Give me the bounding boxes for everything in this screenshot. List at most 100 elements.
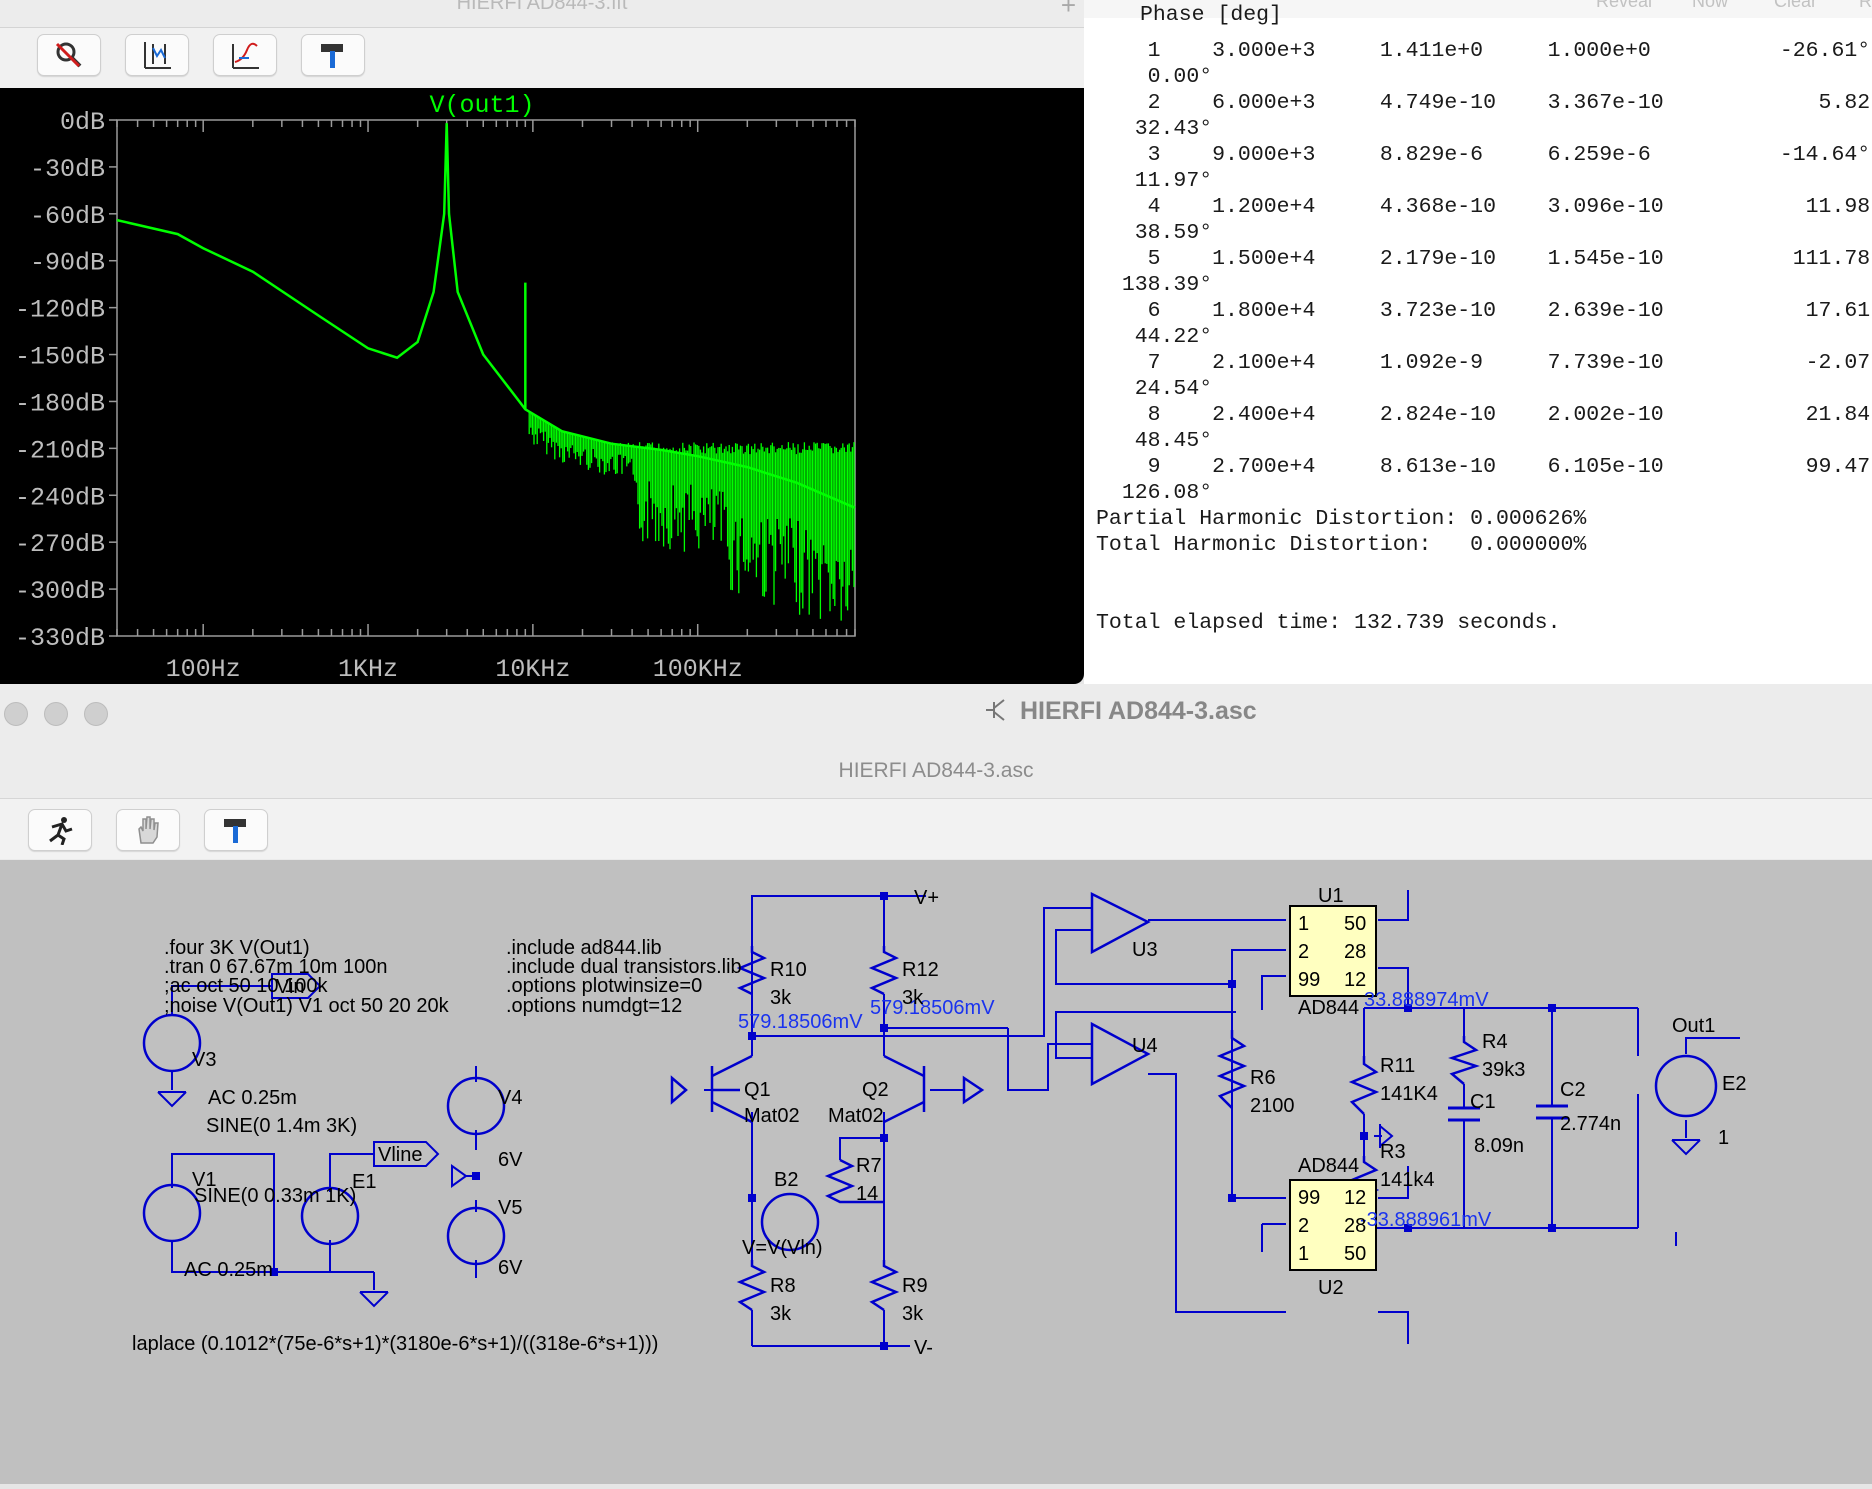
label-r9[interactable]: R9 [902,1275,928,1297]
u1-pin-12: 12 [1344,969,1366,991]
run-button[interactable] [28,809,92,851]
label-e2-gain[interactable]: 1 [1718,1127,1729,1149]
label-v1[interactable]: V1 [192,1169,216,1191]
directive-include-dual[interactable]: .include dual transistors.lib [506,956,742,978]
directive-noise[interactable]: ;noise V(Out1) V1 oct 50 20 20k [164,995,450,1017]
label-r6-value[interactable]: 2100 [1250,1095,1295,1117]
label-c2-value[interactable]: 2.774n [1560,1113,1621,1135]
label-r4[interactable]: R4 [1482,1031,1508,1053]
add-trace-button[interactable] [213,34,277,76]
label-r12-value[interactable]: 3k [902,987,924,1009]
label-r12[interactable]: R12 [902,959,939,981]
harmonic-normalized: 7.739e-10 [1547,351,1664,375]
harmonic-norm_phase: 11.97° [1134,169,1213,193]
label-r8[interactable]: R8 [770,1275,796,1297]
directive-tran[interactable]: .tran 0 67.67m 10m 100n [164,956,387,978]
label-c1[interactable]: C1 [1470,1091,1496,1113]
label-r4-value[interactable]: 39k3 [1482,1059,1525,1081]
label-q1[interactable]: Q1 [744,1079,771,1101]
label-v1-sine[interactable]: SINE(0 0.33m 1K) [194,1185,356,1207]
laplace-expression[interactable]: laplace (0.1012*(75e-6*s+1)*(3180e-6*s+1… [132,1333,658,1355]
label-u2[interactable]: U2 [1318,1277,1344,1299]
schematic-hammer-button[interactable] [204,809,268,851]
ad844-u2-block[interactable] [1289,1179,1377,1271]
autorange-button[interactable] [125,34,189,76]
harmonic-normalized: 1.545e-10 [1547,247,1664,271]
total-hd-line: Total Harmonic Distortion: 0.000000% [1096,533,1587,557]
now-button[interactable]: Now [1692,0,1729,11]
label-ad844-u2[interactable]: AD844 [1298,1155,1359,1177]
hammer-button[interactable] [301,34,365,76]
harmonic-freq: 9.000e+3 [1212,143,1316,167]
label-u4[interactable]: U4 [1132,1035,1158,1057]
label-v3-ac[interactable]: AC 0.25m [208,1087,297,1109]
net-label-vline[interactable]: Vline [378,1144,422,1166]
harmonic-n: 4 [1147,195,1161,219]
label-q1-model[interactable]: Mat02 [744,1105,800,1127]
harmonic-norm_phase: 48.45° [1134,429,1213,453]
log-header: Reveal Now Clear R [1084,0,1872,18]
label-v3[interactable]: V3 [192,1049,216,1071]
ground-v3 [157,1091,187,1107]
clear-button[interactable]: Clear [1774,0,1818,11]
trace-label-vout1[interactable]: V(out1) [429,91,534,120]
label-v5[interactable]: V5 [498,1197,522,1219]
run-icon [49,817,73,845]
opamps [1090,891,1151,1087]
waveform-plot[interactable]: V(out1) 0dB-30dB-60dB-90dB-120dB-150dB-1… [0,88,1084,684]
label-v5-value[interactable]: 6V [498,1257,523,1279]
halt-button[interactable] [116,809,180,851]
label-ad844-u1[interactable]: AD844 [1298,997,1359,1019]
label-r9-value[interactable]: 3k [902,1303,924,1325]
zoom-window-button[interactable] [84,702,108,726]
label-e1[interactable]: E1 [352,1171,376,1193]
label-v4-value[interactable]: 6V [498,1149,523,1171]
net-label-out1[interactable]: Out1 [1672,1015,1715,1037]
label-u3[interactable]: U3 [1132,939,1158,961]
label-v1-ac[interactable]: AC 0.25m [184,1259,273,1281]
label-u1[interactable]: U1 [1318,885,1344,907]
harmonic-freq: 3.000e+3 [1212,39,1316,63]
label-r7-value[interactable]: 14 [856,1183,878,1205]
label-r10-value[interactable]: 3k [770,987,792,1009]
label-v4[interactable]: V4 [498,1087,522,1109]
label-r7[interactable]: R7 [856,1155,882,1177]
label-c1-value[interactable]: 8.09n [1474,1135,1524,1157]
directive-four[interactable]: .four 3K V(Out1) [164,937,310,959]
new-tab-plus-icon[interactable]: + [1060,0,1076,20]
close-window-button[interactable] [4,702,28,726]
directive-numdgt[interactable]: .options numdgt=12 [506,995,682,1017]
ground-e1 [359,1291,389,1307]
label-r11[interactable]: R11 [1380,1055,1415,1077]
directive-plotwinsize[interactable]: .options plotwinsize=0 [506,975,702,997]
add-trace-icon [232,42,259,69]
label-b2-value[interactable]: V=V(Vln) [742,1237,823,1259]
zoom-cancel-button[interactable] [37,34,101,76]
harmonic-row: 7 2.100e+4 1.092e-9 7.739e-10 -2.07° 24.… [1096,351,1872,401]
label-r8-value[interactable]: 3k [770,1303,792,1325]
label-r3[interactable]: R3 [1380,1141,1406,1163]
label-v3-sine[interactable]: SINE(0 1.4m 3K) [206,1115,357,1137]
reveal-button[interactable]: Reveal [1596,0,1653,11]
label-b2[interactable]: B2 [774,1169,798,1191]
u1-pin-99: 99 [1298,969,1320,991]
plot-frame [116,119,856,637]
net-label-vin[interactable]: Vin [276,976,305,998]
label-r11-value[interactable]: 141K4 [1380,1083,1438,1105]
harmonic-norm_phase: 32.43° [1134,117,1213,141]
net-label-vminus[interactable]: V- [914,1337,933,1359]
schematic-canvas[interactable]: .four 3K V(Out1) .tran 0 67.67m 10m 100n… [0,860,1872,1484]
minimize-window-button[interactable] [44,702,68,726]
label-q2-model[interactable]: Mat02 [828,1105,884,1127]
label-r3-value[interactable]: 141k4 [1380,1169,1435,1191]
label-q2[interactable]: Q2 [862,1079,889,1101]
net-label-vplus[interactable]: V+ [914,887,939,909]
label-r10[interactable]: R10 [770,959,807,981]
directive-ac[interactable]: ;ac oct 50 10 100k [164,975,328,997]
r-button[interactable]: R [1859,0,1872,11]
label-e2[interactable]: E2 [1722,1073,1746,1095]
label-r6[interactable]: R6 [1250,1067,1276,1089]
label-c2[interactable]: C2 [1560,1079,1586,1101]
directive-include-ad844[interactable]: .include ad844.lib [506,937,662,959]
ad844-u1-block[interactable] [1289,905,1377,997]
